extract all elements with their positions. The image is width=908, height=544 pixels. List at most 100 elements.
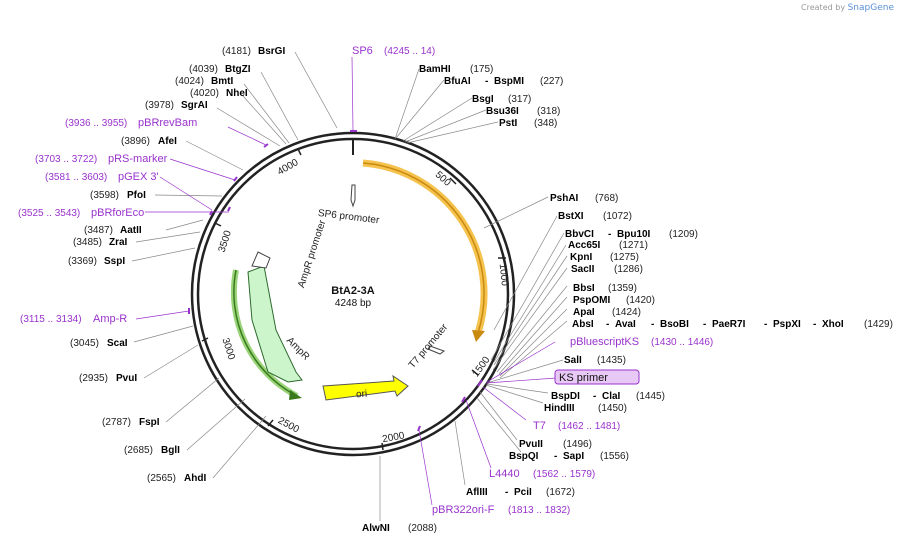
site-sep: - [813, 319, 816, 330]
site-pos: (1450) [598, 403, 627, 414]
primer-range: (1813 .. 1832) [508, 505, 570, 516]
site-pos: (318) [537, 106, 560, 117]
credit-prefix: Created by [801, 3, 846, 12]
site-pos: (4024) [175, 76, 204, 87]
site-name: AbsI [572, 319, 594, 330]
primer-range: (3525 .. 3543) [18, 208, 80, 219]
site-name: PaeR7I [712, 319, 746, 330]
site-pos: (1435) [597, 355, 626, 366]
site-pos: (768) [595, 193, 618, 204]
site-pos: (3487) [84, 225, 113, 236]
site-sep: - [593, 391, 596, 402]
site-name: ScaI [107, 338, 128, 349]
snapgene-credit: Created by SnapGene [801, 3, 894, 13]
site-name: PspXI [773, 319, 801, 330]
t7-promoter-label: T7 promoter [407, 322, 451, 371]
feature-arc-green-edge [233, 269, 298, 397]
primer-name: pBRrevBam [138, 117, 197, 129]
site-name: SalI [564, 355, 582, 366]
site-name: AatII [120, 225, 142, 236]
snapgene-logo: SnapGene [847, 3, 894, 13]
site-pos: (1556) [600, 451, 629, 462]
site-name: ApaI [573, 307, 595, 318]
primer-range: (1562 .. 1579) [533, 469, 595, 480]
site-pos: (3369) [68, 256, 97, 267]
ori-label: ori [356, 389, 368, 401]
site-sep: - [703, 319, 706, 330]
site-name: AflIII [466, 487, 488, 498]
site-name: PvuII [519, 439, 543, 450]
tick-label-2000: 2000 [382, 430, 406, 445]
site-name: ClaI [602, 391, 621, 402]
site-name: BglI [161, 445, 180, 456]
site-pos: (1424) [612, 307, 641, 318]
primer-range: (3703 .. 3722) [35, 154, 97, 165]
site-name: AfeI [158, 136, 177, 147]
enzyme-leaders [131, 51, 568, 521]
site-pos: (227) [540, 76, 563, 87]
site-name: BspQI [509, 451, 539, 462]
site-sep: - [606, 319, 609, 330]
site-pos: (3598) [90, 190, 119, 201]
primer-name: Amp-R [93, 313, 127, 325]
site-pos: (1271) [619, 240, 648, 251]
site-name: SacII [571, 264, 595, 275]
primer-name: T7 [533, 420, 546, 432]
site-pos: (1286) [614, 264, 643, 275]
site-name: Bsu36I [486, 106, 519, 117]
site-name: BspMI [494, 76, 524, 87]
site-name: BbsI [573, 283, 595, 294]
site-pos: (1672) [546, 487, 575, 498]
t7-promoter-arrow [427, 345, 446, 355]
site-name: BsoBI [660, 319, 689, 330]
site-name: PfoI [127, 190, 146, 201]
site-pos: (2935) [79, 373, 108, 384]
site-pos: (1420) [626, 295, 655, 306]
feature-arc-orange-head [472, 330, 485, 342]
site-name: SgrAI [181, 100, 208, 111]
site-pos: (3978) [145, 100, 174, 111]
primer-labels: SP6 (4245 .. 14) (3936 .. 3955) pBRrevBa… [18, 45, 713, 516]
feature-arc-orange-edge [362, 162, 485, 334]
site-pos: (4181) [222, 46, 251, 57]
site-name: ZraI [109, 237, 128, 248]
primer-name: SP6 [352, 45, 373, 57]
primer-range: (1462 .. 1481) [558, 421, 620, 432]
site-sep: - [608, 229, 611, 240]
tick-label-2500: 2500 [276, 415, 301, 435]
site-name: SapI [563, 451, 584, 462]
feature-arc-green-head [289, 390, 302, 400]
site-name: AhdI [184, 473, 206, 484]
ampr-promoter-arrow [251, 251, 271, 269]
site-name: BbvCI [565, 229, 594, 240]
primer-highlight [554, 369, 640, 385]
sp6-promoter-arrow [350, 184, 356, 208]
site-pos: (1359) [608, 283, 637, 294]
site-pos: (2787) [102, 417, 131, 428]
primer-range: (3936 .. 3955) [65, 118, 127, 129]
site-name: HindIII [544, 403, 575, 414]
site-pos: (2685) [124, 445, 153, 456]
tick-label-3500: 3500 [217, 229, 234, 254]
site-name: AvaI [615, 319, 636, 330]
site-name: Bpu10I [617, 229, 651, 240]
ampr-promoter-label: AmpR promoter [296, 218, 328, 289]
site-pos: (3045) [70, 338, 99, 349]
primer-name: L4440 [489, 468, 520, 480]
site-name: PciI [514, 487, 532, 498]
tick-label-4000: 4000 [276, 157, 301, 178]
ori-arrow [322, 374, 409, 401]
site-name: PstI [499, 118, 518, 129]
primer-range: (4245 .. 14) [384, 46, 435, 57]
primer-name: pBRforEco [91, 207, 144, 219]
site-name: BmtI [211, 76, 233, 87]
site-pos: (1429) [864, 319, 893, 330]
site-pos: (3896) [121, 136, 150, 147]
site-sep: - [764, 319, 767, 330]
site-name: AlwNI [362, 523, 390, 534]
site-name: SspI [104, 256, 125, 267]
plasmid-name: BtA2-3A [331, 285, 374, 297]
site-name: BamHI [419, 64, 451, 75]
site-pos: (1496) [563, 439, 592, 450]
site-pos: (1275) [610, 252, 639, 263]
